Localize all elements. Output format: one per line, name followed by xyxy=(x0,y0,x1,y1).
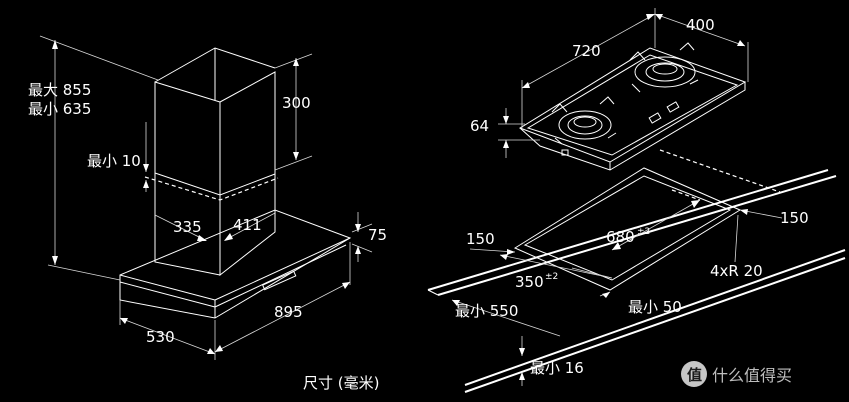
knob-right-icon xyxy=(666,101,680,113)
canopy-depth-label: 530 xyxy=(146,328,175,346)
smzdm-logo-icon: 值 xyxy=(681,361,707,387)
canopy-height-label: 75 xyxy=(368,226,387,244)
svg-text:值: 值 xyxy=(687,366,702,384)
range-hood-drawing: 最大 855 最小 635 300 最小 10 335 411 75 530 8… xyxy=(28,35,387,392)
canopy-width-label: 895 xyxy=(274,303,303,321)
chimney-height-label: 300 xyxy=(282,94,311,112)
hob-width-label: 720 xyxy=(572,42,601,60)
min-thickness-label: 最小 16 xyxy=(530,359,584,377)
cutout-width-label: 680 xyxy=(606,228,635,246)
min-back-label: 最小 50 xyxy=(628,298,682,316)
canopy xyxy=(119,209,352,319)
chimney-front xyxy=(154,81,221,276)
corner-radius-label: 4xR 20 xyxy=(710,262,763,280)
chimney-width-label: 411 xyxy=(233,216,262,234)
cutout-depth-label: 350 xyxy=(515,273,544,291)
chimney-depth-label: 335 xyxy=(173,218,202,236)
min-front-label: 最小 550 xyxy=(455,302,518,320)
burner-back-icon xyxy=(629,42,699,93)
gas-hob-drawing: 400 720 64 680 ±2 350 ±2 150 150 4xR 20 … xyxy=(427,8,846,393)
hood-height-min-label: 最小 635 xyxy=(28,100,91,118)
hob-depth-label: 400 xyxy=(686,16,715,34)
chimney-side xyxy=(219,71,276,277)
edge-left-label: 150 xyxy=(466,230,495,248)
overlap-min-label: 最小 10 xyxy=(87,152,141,170)
edge-right-label: 150 xyxy=(780,209,809,227)
watermark: 值 什么值得买 xyxy=(681,361,792,387)
hood-height-max-label: 最大 855 xyxy=(28,81,91,99)
cutout-depth-tolerance: ±2 xyxy=(545,272,558,282)
burner-front-icon xyxy=(551,96,617,145)
watermark-text: 什么值得买 xyxy=(712,366,792,385)
knob-left-icon xyxy=(648,112,662,124)
cutout-width-tolerance: ±2 xyxy=(637,227,650,237)
units-caption: 尺寸 (毫米) xyxy=(303,374,379,392)
hob-thickness-label: 64 xyxy=(470,117,489,135)
